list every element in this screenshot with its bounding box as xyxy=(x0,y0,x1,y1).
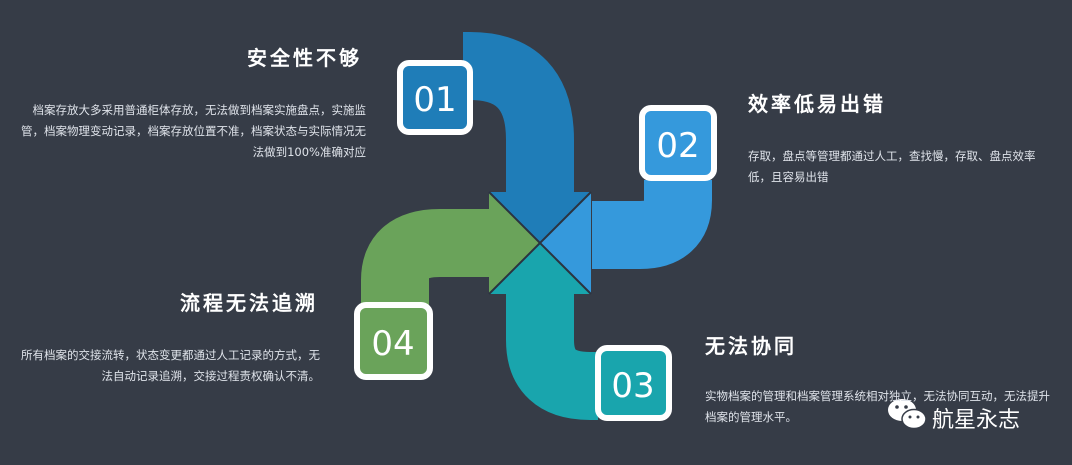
description-01: 档案存放大多采用普通柜体存放，无法做到档案实施盘点，实施监管，档案物理变动记录，… xyxy=(21,103,366,159)
title-02: 效率低易出错 xyxy=(748,92,886,116)
number-box-01: 01 xyxy=(397,60,473,135)
number-box-03: 03 xyxy=(595,345,672,421)
arm-02 xyxy=(540,180,712,294)
arm-01 xyxy=(463,31,591,243)
number-box-04: 04 xyxy=(354,302,433,380)
arm-04 xyxy=(361,192,540,305)
number-03: 03 xyxy=(611,366,654,406)
number-01: 01 xyxy=(413,80,456,120)
number-box-02: 02 xyxy=(639,105,717,181)
description-03: 实物档案的管理和档案管理系统相对独立，无法协同互动，无法提升档案的管理水平。 xyxy=(705,389,1050,424)
title-04: 流程无法追溯 xyxy=(180,291,318,315)
description-02: 存取，盘点等管理都通过人工，查找慢，存取、盘点效率低，且容易出错 xyxy=(748,149,1036,184)
number-04: 04 xyxy=(371,324,414,364)
wechat-icon xyxy=(888,399,927,430)
number-02: 02 xyxy=(656,126,699,166)
title-01: 安全性不够 xyxy=(247,46,362,70)
description-04: 所有档案的交接流转，状态变更都通过人工记录的方式，无法自动记录追溯，交接过程责权… xyxy=(21,348,320,383)
center-divider xyxy=(488,191,592,295)
arm-03 xyxy=(489,243,598,420)
watermark-text: 航星永志 xyxy=(932,408,1021,433)
title-03: 无法协同 xyxy=(705,334,797,358)
